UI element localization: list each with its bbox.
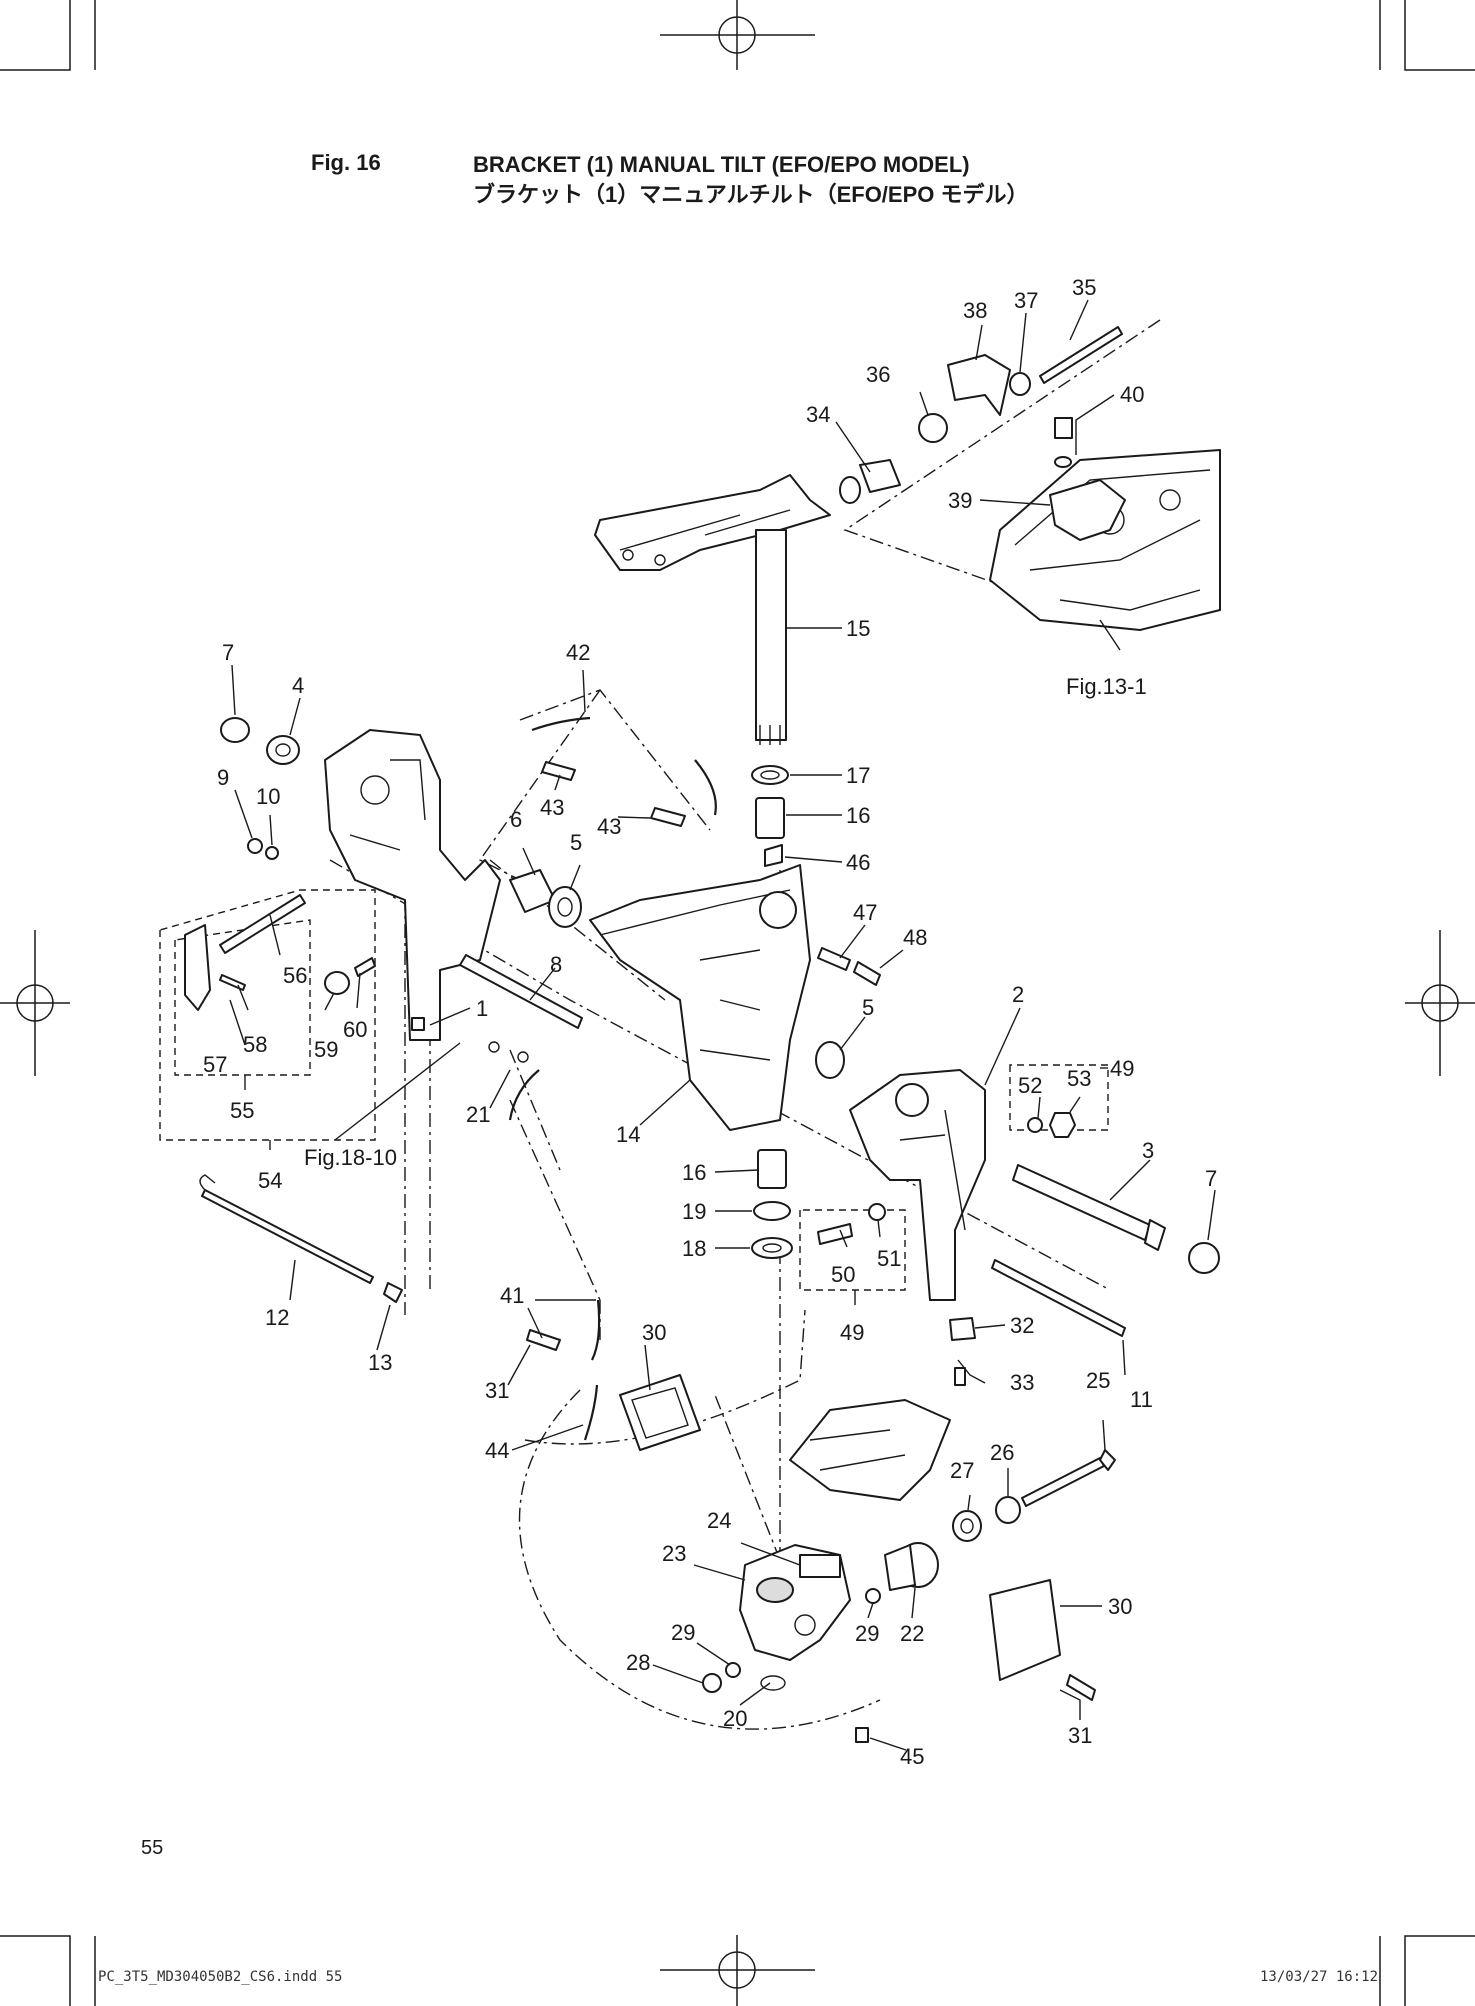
callout-31-left: 31 xyxy=(485,1378,509,1403)
callout-49-bottom: 49 xyxy=(840,1320,864,1345)
callout-5-left: 5 xyxy=(570,830,582,855)
callout-14: 14 xyxy=(616,1122,640,1147)
callout-60: 60 xyxy=(343,1017,367,1042)
xref-fig-13-1: Fig.13-1 xyxy=(1066,674,1147,699)
callout-13: 13 xyxy=(368,1350,392,1375)
callout-7-right: 7 xyxy=(1205,1166,1217,1191)
file-slug: PC_3T5_MD304050B2_CS6.indd 55 xyxy=(98,1969,343,1985)
clamp-bracket-lower xyxy=(789,1399,951,1501)
callout-52: 52 xyxy=(1018,1073,1042,1098)
callout-27: 27 xyxy=(950,1458,974,1483)
callout-34: 34 xyxy=(806,402,830,427)
registration-target-bottom xyxy=(660,1935,815,2006)
callout-50: 50 xyxy=(831,1262,855,1287)
callout-31-right: 31 xyxy=(1068,1723,1092,1748)
callout-57: 57 xyxy=(203,1052,227,1077)
lower-case-housing xyxy=(989,449,1221,631)
callout-49-right: 49 xyxy=(1110,1056,1134,1081)
callout-56: 56 xyxy=(283,963,307,988)
callout-47: 47 xyxy=(853,900,877,925)
callout-1: 1 xyxy=(476,996,488,1021)
callout-17: 17 xyxy=(846,763,870,788)
callout-29-left: 29 xyxy=(671,1620,695,1645)
callout-25: 25 xyxy=(1086,1368,1110,1393)
callout-8: 8 xyxy=(550,952,562,977)
figure-title: BRACKET (1) MANUAL TILT (EFO/EPO MODEL) … xyxy=(473,150,1029,210)
callout-10: 10 xyxy=(256,784,280,809)
callout-12: 12 xyxy=(265,1305,289,1330)
callout-23: 23 xyxy=(662,1541,686,1566)
steering-shaft xyxy=(755,529,787,745)
callout-33: 33 xyxy=(1010,1370,1034,1395)
xref-fig-18-10: Fig.18-10 xyxy=(304,1145,397,1170)
callout-16-bottom: 16 xyxy=(682,1160,706,1185)
callout-39: 39 xyxy=(948,488,972,513)
callout-4: 4 xyxy=(292,673,304,698)
callout-11: 11 xyxy=(1130,1387,1153,1412)
callout-43-left: 43 xyxy=(540,795,564,820)
callout-29-right: 29 xyxy=(855,1621,879,1646)
steering-arm xyxy=(594,474,831,571)
callout-22: 22 xyxy=(900,1621,924,1646)
callout-2: 2 xyxy=(1012,982,1024,1007)
callout-42: 42 xyxy=(566,640,590,665)
callout-15: 15 xyxy=(846,616,870,641)
callout-labels: 7 4 9 10 42 43 43 6 5 8 1 21 14 15 17 16… xyxy=(203,275,1217,1769)
callout-36: 36 xyxy=(866,362,890,387)
registration-target-left xyxy=(0,930,70,1076)
callout-32: 32 xyxy=(1010,1313,1034,1338)
small-parts xyxy=(184,326,1220,1743)
callout-58: 58 xyxy=(243,1032,267,1057)
callout-51: 51 xyxy=(877,1246,901,1271)
callout-37: 37 xyxy=(1014,288,1038,313)
callout-21: 21 xyxy=(466,1102,490,1127)
figure-title-english: BRACKET (1) MANUAL TILT (EFO/EPO MODEL) xyxy=(473,152,970,177)
callout-53: 53 xyxy=(1067,1066,1091,1091)
callout-44: 44 xyxy=(485,1438,509,1463)
callout-3: 3 xyxy=(1142,1138,1154,1163)
callout-5-right: 5 xyxy=(862,995,874,1020)
callout-38: 38 xyxy=(963,298,987,323)
callout-40: 40 xyxy=(1120,382,1144,407)
registration-target-top xyxy=(660,0,815,70)
callout-35: 35 xyxy=(1072,275,1096,300)
stern-bracket-right xyxy=(849,1069,986,1301)
lower-mount-housing xyxy=(739,1544,851,1661)
callout-20: 20 xyxy=(723,1706,747,1731)
callout-41: 41 xyxy=(500,1283,524,1308)
callout-26: 26 xyxy=(990,1440,1014,1465)
callout-16-top: 16 xyxy=(846,803,870,828)
leader-lines xyxy=(229,299,1216,1751)
callout-30-right: 30 xyxy=(1108,1594,1132,1619)
swivel-bracket xyxy=(589,864,811,1131)
callout-46: 46 xyxy=(846,850,870,875)
callout-18: 18 xyxy=(682,1236,706,1261)
callout-54: 54 xyxy=(258,1168,282,1193)
callout-6: 6 xyxy=(510,807,522,832)
callout-9: 9 xyxy=(217,765,229,790)
figure-title-japanese: ブラケット（1）マニュアルチルト（EFO/EPO モデル） xyxy=(473,182,1029,207)
stern-bracket-left xyxy=(324,729,501,1041)
callout-30-left: 30 xyxy=(642,1320,666,1345)
callout-7-top: 7 xyxy=(222,640,234,665)
callout-19: 19 xyxy=(682,1199,706,1224)
figure-number: Fig. 16 xyxy=(311,150,381,175)
callout-43-right: 43 xyxy=(597,814,621,839)
print-timestamp: 13/03/27 16:12 xyxy=(1260,1969,1379,1985)
callout-48: 48 xyxy=(903,925,927,950)
callout-28: 28 xyxy=(626,1650,650,1675)
callout-59: 59 xyxy=(314,1037,338,1062)
registration-target-right xyxy=(1405,930,1475,1076)
callout-45: 45 xyxy=(900,1744,924,1769)
callout-55: 55 xyxy=(230,1098,254,1123)
page-number: 55 xyxy=(141,1837,164,1859)
callout-24: 24 xyxy=(707,1508,731,1533)
